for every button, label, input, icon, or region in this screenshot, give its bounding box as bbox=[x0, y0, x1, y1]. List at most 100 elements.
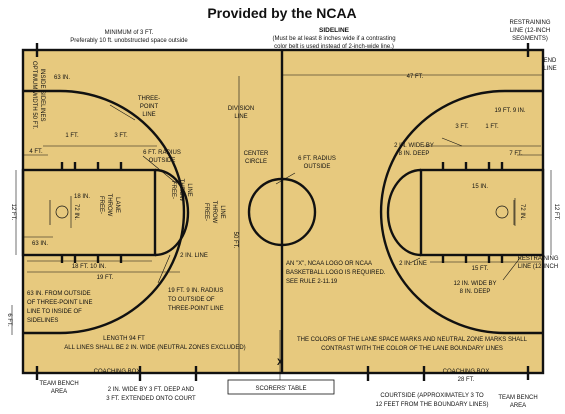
dim-2in-line-left: 2 IN. LINE bbox=[180, 253, 208, 259]
colors-note-2: CONTRAST WITH THE COLOR OF THE LANE BOUN… bbox=[321, 346, 503, 352]
length-label: LENGTH 94 FT bbox=[103, 336, 145, 342]
sideline-label: SIDELINE bbox=[319, 27, 350, 34]
free-throw-circle-left bbox=[154, 168, 190, 257]
courtside-note-2: 12 FEET FROM THE BOUNDARY LINES) bbox=[376, 402, 489, 408]
leader-lines bbox=[109, 104, 521, 284]
restraining-line-marks bbox=[35, 43, 530, 380]
two-in-wide-label-2: 8 IN. DEEP bbox=[399, 151, 430, 157]
dim-50ft: 50 FT. bbox=[232, 232, 238, 249]
dim-4ft: 4 FT. bbox=[29, 149, 43, 155]
coaching-box-left: COACHING BOX bbox=[94, 369, 141, 375]
three-point-line-left bbox=[23, 89, 186, 335]
dim-72in-left: 72 IN. bbox=[73, 204, 79, 220]
dim-47ft: 47 FT. bbox=[407, 74, 424, 80]
free-throw-lane-left bbox=[21, 168, 157, 257]
radius-19ft9in-2: TO OUTSIDE OF bbox=[168, 297, 215, 303]
optimum-width-label-2: INSIDE SIDELINES bbox=[39, 68, 45, 121]
coaching-box-marks bbox=[138, 366, 426, 381]
free-throw-lane-1: FREE- bbox=[98, 196, 104, 214]
radius-19ft9in-1: 19 FT. 9 IN. RADIUS bbox=[168, 288, 223, 294]
free-throw-line-3: LINE bbox=[186, 183, 192, 196]
coaching-box-size-2: 3 FT. EXTENDED ONTO COURT bbox=[106, 396, 196, 402]
colors-note-1: THE COLORS OF THE LANE SPACE MARKS AND N… bbox=[297, 337, 528, 343]
three-point-label-1: THREE- bbox=[138, 96, 160, 102]
dim-15in: 15 IN. bbox=[472, 184, 488, 190]
restraining-right-note-2: LINE (12-INCH bbox=[518, 264, 558, 270]
basket-left bbox=[55, 205, 69, 219]
dim-18in: 18 IN. bbox=[74, 194, 90, 200]
coaching-box-size-1: 2 IN. WIDE BY 3 FT. DEEP AND bbox=[108, 387, 195, 393]
free-throw-lane-right bbox=[419, 168, 545, 257]
three-point-label-2: POINT bbox=[140, 104, 159, 110]
end-line-label-1: END bbox=[544, 58, 557, 64]
restraining-label-1: RESTRAINING bbox=[509, 20, 550, 26]
lane-marks-left bbox=[60, 162, 123, 263]
free-throw-line-alt-3: LINE bbox=[219, 205, 225, 218]
dim-63in-top: 63 IN. bbox=[54, 75, 70, 81]
dim-19ft: 19 FT. bbox=[97, 275, 114, 281]
free-throw-lane-3: LANE bbox=[114, 197, 120, 213]
basket-right bbox=[495, 205, 509, 219]
team-bench-right-2: AREA bbox=[510, 403, 526, 409]
free-throw-circle-right bbox=[386, 168, 422, 257]
two-in-wide-label-1: 2 IN. WIDE BY bbox=[394, 143, 434, 149]
dist-63in-note-3: LINE TO INSIDE OF bbox=[27, 309, 82, 315]
dim-7ft: 7 FT. bbox=[509, 151, 523, 157]
dim-2in-line-right: 2 IN. LINE bbox=[399, 261, 427, 267]
division-line-label-1: DIVISION bbox=[228, 106, 254, 112]
center-circle-label-1: CENTER bbox=[244, 151, 269, 157]
coaching-box-right-2: 28 FT. bbox=[458, 377, 475, 383]
dimension-lines bbox=[11, 74, 552, 390]
six-ft-radius-left-1: 6 FT. RADIUS bbox=[143, 150, 181, 156]
x-mark: X bbox=[277, 357, 283, 367]
all-lines-note: ALL LINES SHALL BE 2 IN. WIDE (NEUTRAL Z… bbox=[64, 345, 245, 351]
courtside-note-1: COURTSIDE (APPROXIMATELY 3 TO bbox=[380, 393, 484, 399]
team-bench-left-1: TEAM BENCH bbox=[39, 381, 78, 387]
minimum-label-sub: Preferably 10 ft. unobstructed space out… bbox=[70, 38, 188, 44]
radius-19ft9in-3: THREE-POINT LINE bbox=[168, 306, 224, 312]
dist-63in-note-2: OF THREE-POINT LINE bbox=[27, 300, 92, 306]
dim-1ft-right: 1 FT. bbox=[485, 124, 499, 130]
minimum-label: MINIMUM of 3 FT. bbox=[105, 30, 154, 36]
twelve-in-wide-label-2: 8 IN. DEEP bbox=[460, 289, 491, 295]
team-bench-right-1: TEAM BENCH bbox=[498, 395, 537, 401]
dim-6ft: 6 FT. bbox=[6, 313, 12, 327]
optimum-width-label-1: OPTIMUM WIDTH 50 FT. bbox=[31, 61, 37, 129]
ncaa-logo-note-1: AN "X", NCAA LOGO OR NCAA bbox=[286, 261, 372, 267]
diagram-title: Provided by the NCAA bbox=[207, 5, 356, 21]
scorers-table-label: SCORERS' TABLE bbox=[256, 386, 307, 392]
free-throw-line-alt-2: THROW bbox=[211, 201, 217, 224]
lane-marks-right bbox=[441, 162, 504, 263]
restraining-right-note-1: RESTRAINING bbox=[517, 256, 558, 262]
dim-12ft-left: 12 FT. bbox=[10, 204, 16, 221]
ncaa-logo-note-2: BASKETBALL LOGO IS REQUIRED. bbox=[286, 270, 386, 276]
twelve-in-wide-label-1: 12 IN. WIDE BY bbox=[453, 281, 496, 287]
free-throw-line-alt-1: FREE- bbox=[203, 203, 209, 221]
dim-19ft9in: 19 FT. 9 IN. bbox=[494, 108, 525, 114]
dim-72in-right: 72 IN. bbox=[519, 204, 525, 220]
center-radius-label-1: 6 FT. RADIUS bbox=[298, 156, 336, 162]
free-throw-line-1: FREE- bbox=[170, 181, 176, 199]
division-line-label-2: LINE bbox=[234, 114, 247, 120]
three-point-label-3: LINE bbox=[142, 112, 155, 118]
center-radius-label-2: OUTSIDE bbox=[304, 164, 331, 170]
end-line-label-2: LINE bbox=[543, 66, 556, 72]
dist-63in-note-4: SIDELINES bbox=[27, 318, 58, 324]
free-throw-lane-2: THROW bbox=[106, 194, 112, 217]
dist-63in-note-1: 63 IN. FROM OUTSIDE bbox=[27, 291, 91, 297]
three-point-line-right bbox=[379, 89, 543, 335]
sideline-note-1: (Must be at least 8 inches wide if a con… bbox=[272, 36, 395, 42]
dim-3ft-left: 3 FT. bbox=[114, 133, 128, 139]
restraining-label-3: SEGMENTS) bbox=[512, 36, 548, 42]
center-circle-label-2: CIRCLE bbox=[245, 159, 267, 165]
dim-1ft-left: 1 FT. bbox=[65, 133, 79, 139]
dim-63in-bottom: 63 IN. bbox=[32, 241, 48, 247]
coaching-box-right-1: COACHING BOX bbox=[443, 369, 490, 375]
sideline-note-2: color belt is used instead of 2-inch-wid… bbox=[274, 44, 394, 50]
scorers-table bbox=[227, 379, 335, 395]
restraining-label-2: LINE (12-INCH bbox=[510, 28, 550, 34]
dim-12ft-right: 12 FT. bbox=[553, 204, 559, 221]
six-ft-radius-left-2: OUTSIDE bbox=[149, 158, 176, 164]
dim-15ft: 15 FT. bbox=[472, 266, 489, 272]
